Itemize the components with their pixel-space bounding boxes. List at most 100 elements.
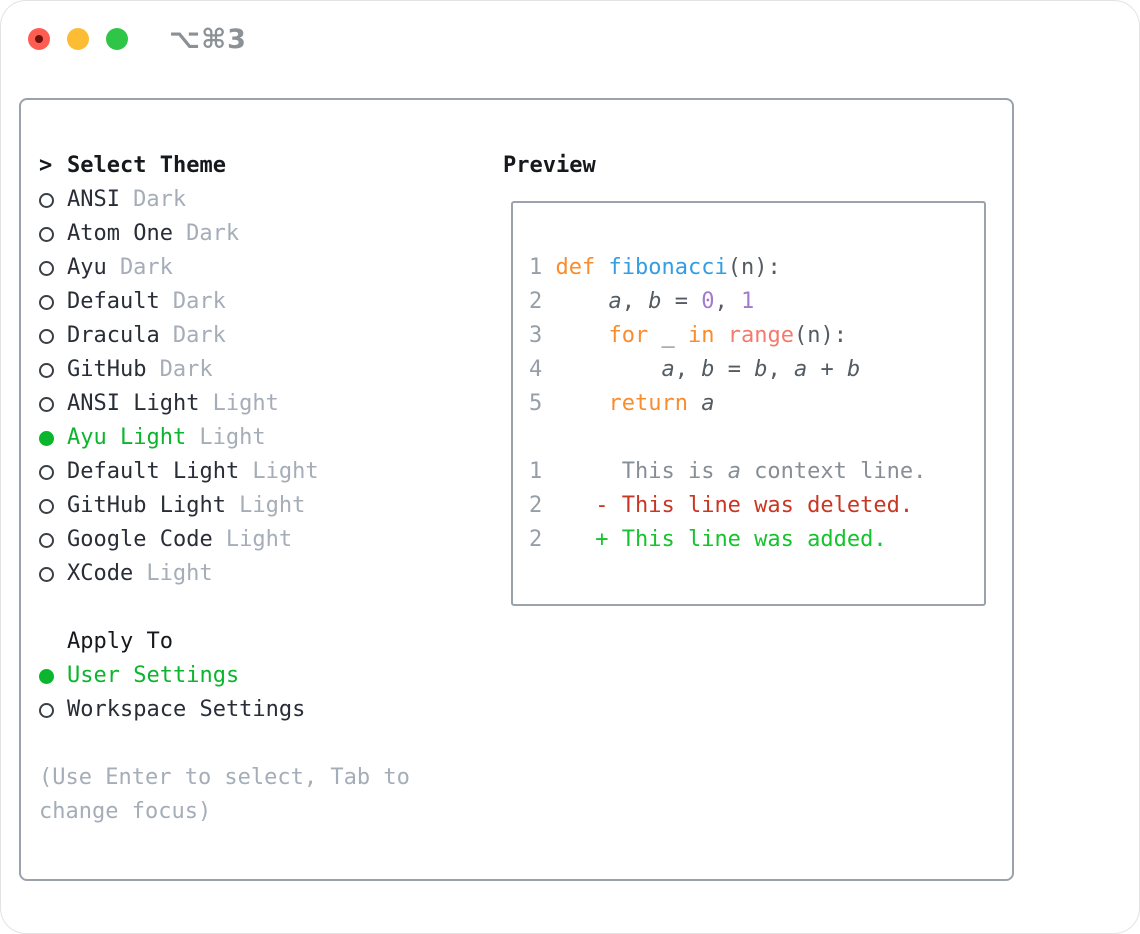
theme-name: ANSI — [67, 187, 120, 212]
hint-line-1: (Use Enter to select, Tab to — [39, 765, 410, 790]
code-token — [542, 323, 608, 348]
code-token: range — [727, 323, 794, 348]
code-line: 1 This is a context line. — [529, 455, 926, 489]
radio-marker — [39, 328, 67, 344]
code-line: 2 + This line was added. — [529, 523, 926, 557]
close-button[interactable] — [28, 28, 50, 50]
radio-marker — [39, 464, 67, 480]
theme-name: Ayu Light — [67, 425, 187, 450]
code-token: fibonacci — [608, 255, 728, 280]
code-token — [542, 527, 595, 552]
code-token: a — [727, 459, 741, 484]
maximize-button[interactable] — [106, 28, 128, 50]
theme-name: GitHub Light — [67, 493, 226, 518]
code-token: + This line was added. — [595, 527, 887, 552]
code-token: (n): — [793, 323, 847, 348]
radio-marker — [39, 362, 67, 378]
radio-marker — [39, 260, 67, 276]
code-token: def — [555, 255, 596, 280]
line-number: 3 — [529, 323, 543, 348]
theme-item[interactable]: Google Code Light — [39, 523, 410, 557]
code-token: b — [754, 357, 768, 382]
code-line: 4 a, b = b, a + b — [529, 353, 926, 387]
code-token: return — [608, 391, 688, 416]
code-token — [688, 391, 701, 416]
radio-marker — [39, 702, 67, 718]
cursor-prefix-icon: > — [39, 153, 53, 178]
apply-to-option[interactable]: Workspace Settings — [39, 693, 410, 727]
code-line — [529, 421, 926, 455]
radio-marker — [39, 226, 67, 242]
apply-to-option[interactable]: User Settings — [39, 659, 410, 693]
code-token — [542, 357, 661, 382]
theme-name: Dracula — [67, 323, 160, 348]
code-token — [542, 493, 595, 518]
code-token: + — [807, 357, 847, 382]
theme-name: Ayu — [67, 255, 107, 280]
radio-marker — [39, 192, 67, 208]
code-line: 2 - This line was deleted. — [529, 489, 926, 523]
radio-marker — [39, 294, 67, 310]
minimize-button[interactable] — [67, 28, 89, 50]
code-token: = — [661, 289, 702, 314]
radio-unselected-icon — [39, 532, 54, 548]
code-token: , — [621, 289, 649, 314]
code-token — [542, 289, 608, 314]
radio-unselected-icon — [39, 294, 54, 310]
radio-unselected-icon — [39, 464, 54, 480]
code-token: - This line was deleted. — [595, 493, 914, 518]
code-token: a — [701, 391, 715, 416]
code-token — [714, 323, 727, 348]
radio-unselected-icon — [39, 362, 54, 378]
radio-marker — [39, 498, 67, 514]
radio-unselected-icon — [39, 566, 54, 582]
code-token: b — [846, 357, 861, 382]
spacer — [39, 727, 410, 761]
line-number: 2 — [529, 289, 543, 314]
theme-variant-badge: Light — [146, 561, 213, 586]
code-token: = — [714, 357, 755, 382]
radio-selected-icon — [39, 430, 54, 446]
code-line: 1 def fibonacci(n): — [529, 251, 926, 285]
code-token: _ — [648, 323, 688, 348]
code-token: This is — [542, 459, 728, 484]
code-token: b — [648, 289, 662, 314]
theme-variant-badge: Light — [199, 425, 266, 450]
theme-name: Google Code — [67, 527, 213, 552]
code-token — [542, 391, 608, 416]
code-token: , — [767, 357, 794, 382]
radio-unselected-icon — [39, 396, 54, 412]
spacer — [39, 591, 410, 625]
theme-item[interactable]: Dracula Dark — [39, 319, 410, 353]
theme-variant-badge: Light — [225, 527, 293, 552]
radio-marker — [39, 668, 67, 684]
theme-variant-badge: Light — [252, 459, 319, 484]
code-token: context line. — [740, 459, 927, 484]
theme-name: ANSI Light — [67, 391, 200, 416]
code-line: 3 for _ in range(n): — [529, 319, 926, 353]
theme-variant-badge: Dark — [172, 323, 226, 348]
theme-item[interactable]: Ayu Light Light — [39, 421, 410, 455]
radio-unselected-icon — [39, 498, 54, 514]
code-token: , — [674, 357, 702, 382]
radio-selected-icon — [39, 668, 54, 684]
theme-variant-badge: Dark — [186, 221, 240, 246]
code-token — [542, 255, 555, 280]
code-token: (n): — [727, 255, 781, 280]
code-token: , — [714, 289, 741, 314]
code-line: 2 a, b = 0, 1 — [529, 285, 926, 319]
code-token: a — [661, 357, 675, 382]
theme-variant-badge: Dark — [159, 357, 213, 382]
